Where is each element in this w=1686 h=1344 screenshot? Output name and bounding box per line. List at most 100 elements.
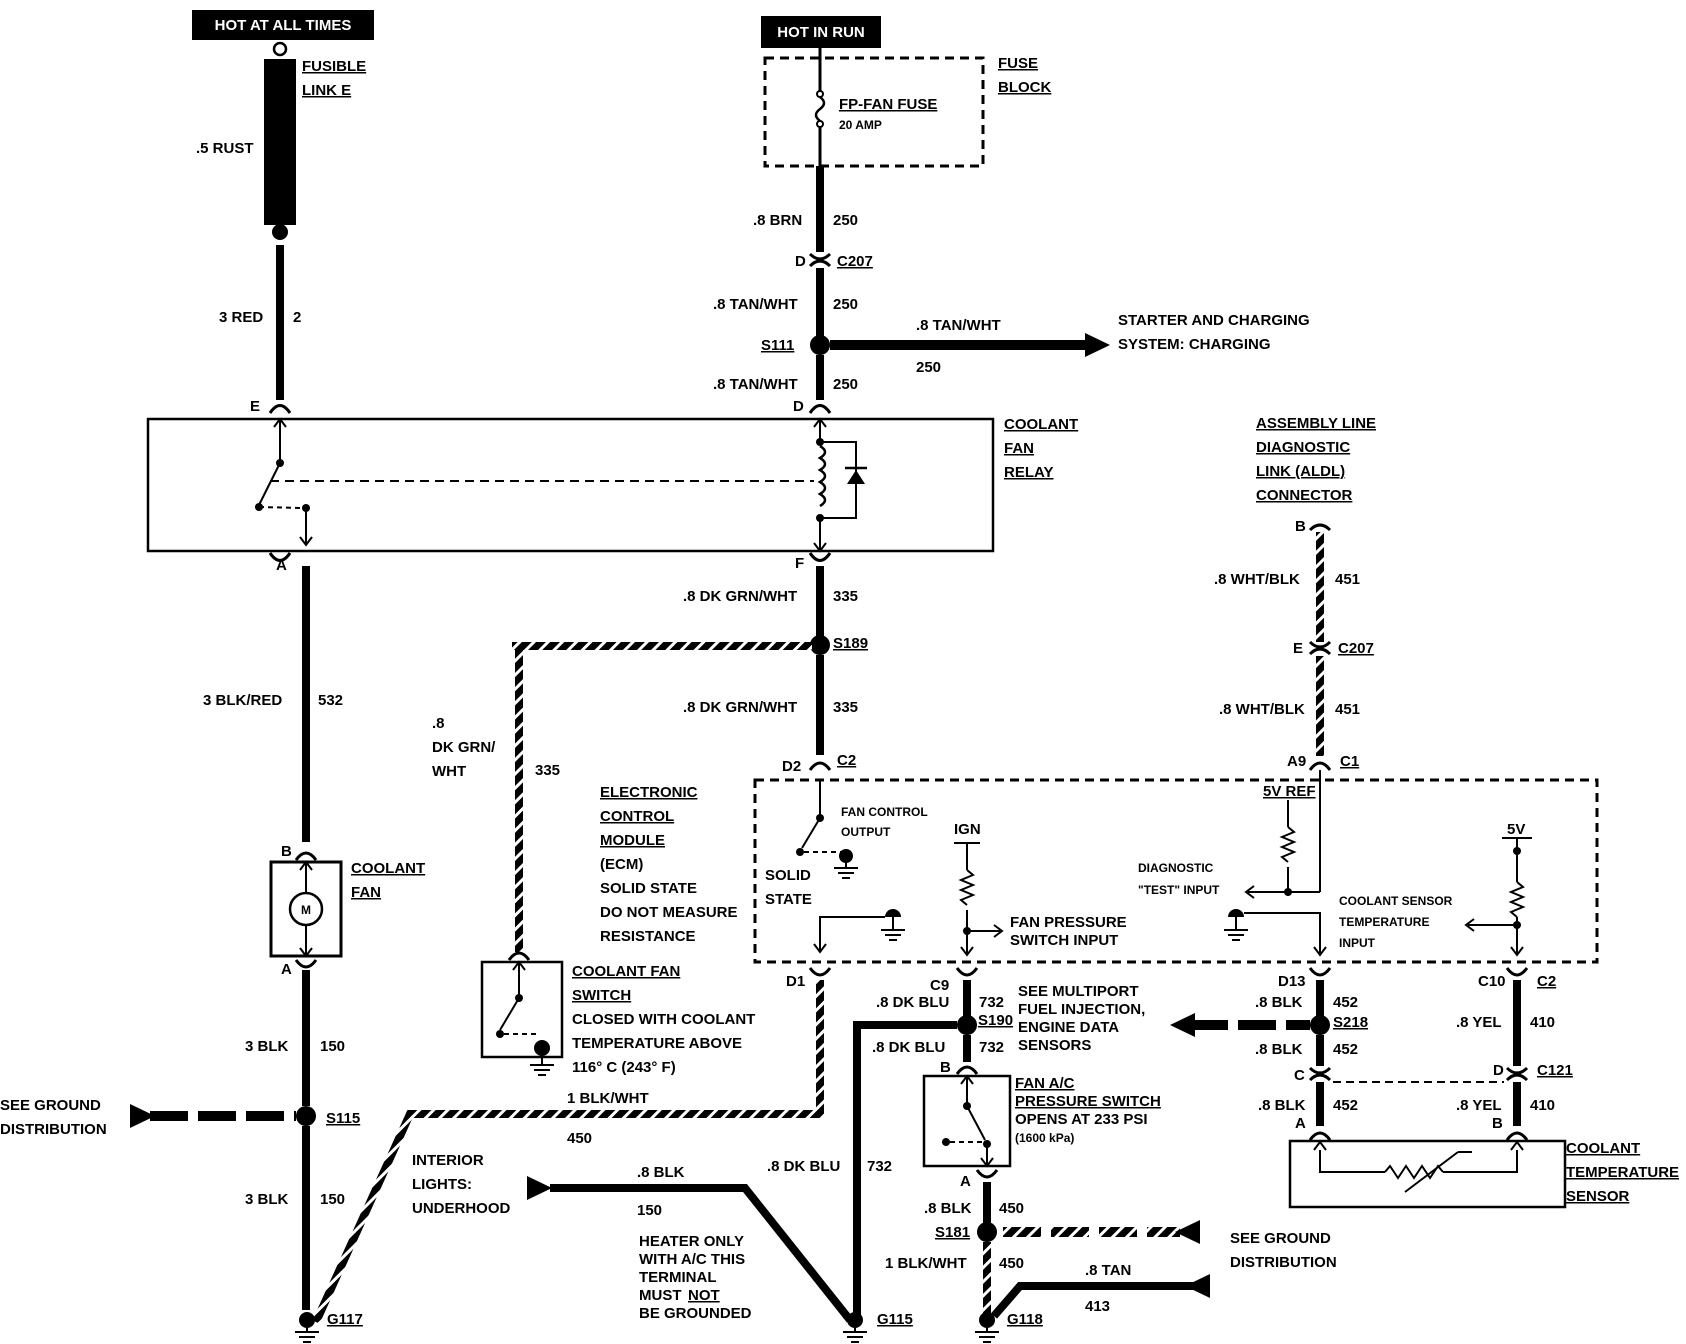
connector-c207-d (808, 252, 832, 268)
coolant-sensor-input-label-2: TEMPERATURE (1339, 915, 1429, 929)
pin-d2-label: D2 (782, 758, 801, 775)
relay-label-3: RELAY (1004, 464, 1053, 481)
sensor-pin-b (1505, 1131, 1529, 1141)
circuit-250-label-2: 250 (833, 296, 858, 313)
ground-g117-label: G117 (327, 1311, 363, 1328)
wire-blk-wht-450 (312, 980, 824, 1324)
multiport-label-2: FUEL INJECTION, (1018, 1001, 1145, 1018)
wire-dk-grn-wht-label-3: .8 (432, 715, 445, 732)
circuit-250-label-3: 250 (833, 376, 858, 393)
fan-control-output-label: FAN CONTROL (841, 805, 928, 819)
aldl-label-4: CONNECTOR (1256, 487, 1353, 504)
interior-lights-label: INTERIOR (412, 1152, 484, 1169)
ground-g117-icon (295, 1312, 319, 1343)
splice-s189-label: S189 (833, 635, 868, 652)
fp-fan-fuse-label: FP-FAN FUSE (839, 96, 937, 113)
splice-s218-label: S218 (1333, 1014, 1368, 1031)
ecm-pin-a9 (1308, 761, 1332, 771)
ecm-label-5: SOLID STATE (600, 880, 697, 897)
splice-s111 (810, 335, 830, 355)
relay-coil-icon (813, 417, 867, 553)
circuit-150-label-3: 150 (637, 1202, 662, 1219)
splice-s190-label: S190 (978, 1012, 1013, 1029)
pin-d1-label: D1 (786, 973, 805, 990)
pin-b-sensor-label: B (1492, 1115, 1503, 1132)
ecm-pin-c10 (1505, 967, 1529, 977)
wire-dk-grn-wht-label-4: DK GRN/ (432, 739, 496, 756)
heater-note-label-4b: NOT (688, 1287, 720, 1304)
wire-red-label: 3 RED (219, 309, 263, 326)
heater-note-label-4: MUST (639, 1287, 682, 1304)
multiport-label: SEE MULTIPORT (1018, 983, 1139, 1000)
splice-s190 (957, 1015, 977, 1035)
fuse-amp-label: 20 AMP (839, 118, 882, 132)
wire-blk-150-interior (550, 1184, 854, 1323)
wire-blk-label-5: 3 BLK (245, 1191, 289, 1208)
connector-pin-e (268, 404, 292, 414)
heater-note-label-3: TERMINAL (639, 1269, 717, 1286)
sensor-label: COOLANT (1566, 1140, 1640, 1157)
coolant-fan-switch-label-5: 116° C (243° F) (572, 1059, 676, 1076)
svg-text:HOT IN RUN: HOT IN RUN (777, 24, 865, 41)
wire-wht-blk-451 (1316, 532, 1324, 642)
pin-b-fan-label: B (281, 843, 292, 860)
splice-s181-label: S181 (935, 1224, 970, 1241)
ground-dist-label: SEE GROUND (0, 1097, 101, 1114)
fan-pressure-switch-input-label-2: SWITCH INPUT (1010, 932, 1118, 949)
ecm-pin-d1 (808, 967, 832, 977)
wire-blk-label-3: .8 BLK (1258, 1097, 1306, 1114)
fan-ac-pressure-switch (922, 1074, 1012, 1168)
ecm-pin-d13 (1308, 967, 1332, 977)
multiport-label-4: SENSORS (1018, 1037, 1091, 1054)
fusible-link-label: FUSIBLE (302, 58, 366, 75)
aldl-label-3: LINK (ALDL) (1256, 463, 1345, 480)
arrow-interior-lights (527, 1176, 552, 1200)
splice-s115 (296, 1106, 316, 1126)
connector-c2-label: C2 (837, 752, 856, 769)
ac-switch-label-2: PRESSURE SWITCH (1015, 1093, 1161, 1110)
fuse-block-label: FUSE (998, 55, 1038, 72)
multiport-label-3: ENGINE DATA (1018, 1019, 1119, 1036)
pin-a-ac-label: A (960, 1173, 971, 1190)
wire-dk-grn-wht-label: .8 DK GRN/WHT (683, 588, 797, 605)
ac-switch-label-4: (1600 kPa) (1015, 1131, 1074, 1145)
ecm-box (753, 778, 1599, 964)
aldl-label-2: DIAGNOSTIC (1256, 439, 1350, 456)
circuit-450-label: 450 (567, 1130, 592, 1147)
fan-control-output-label-2: OUTPUT (841, 825, 891, 839)
ecm-label-4: (ECM) (600, 856, 643, 873)
pin-f-relay-label: F (795, 555, 804, 572)
starter-charging-label-2: SYSTEM: CHARGING (1118, 336, 1271, 353)
heater-note-label-5: BE GROUNDED (639, 1305, 752, 1322)
arrow-from-ground-dist-left (130, 1104, 155, 1128)
circuit-450-label-2: 450 (999, 1200, 1024, 1217)
diagnostic-test-input-label-2: "TEST" INPUT (1138, 883, 1220, 897)
wire-yel-label: .8 YEL (1456, 1014, 1502, 1031)
circuit-732-label-3: 732 (867, 1158, 892, 1175)
wire-blk-wht-label: 1 BLK/WHT (567, 1090, 649, 1107)
wire-yel-label-2: .8 YEL (1456, 1097, 1502, 1114)
pin-b-ac-label: B (940, 1059, 951, 1076)
connector-c207-label: C207 (837, 253, 873, 270)
wire-blk-wht-450-lower (983, 1242, 991, 1320)
circuit-410-label-2: 410 (1530, 1097, 1555, 1114)
ac-switch-label-3: OPENS AT 233 PSI (1015, 1111, 1148, 1128)
hot-in-run-tag: HOT IN RUN (761, 16, 881, 48)
circuit-413-label: 413 (1085, 1298, 1110, 1315)
ecm-label-3: MODULE (600, 832, 665, 849)
ground-g118-icon (975, 1312, 999, 1343)
wire-blk-label-4: 3 BLK (245, 1038, 289, 1055)
fusible-link-label-2: LINK E (302, 82, 351, 99)
solid-state-label-2: STATE (765, 891, 812, 908)
connector-c121-label: C121 (1537, 1062, 1573, 1079)
coolant-fan-switch-label: COOLANT FAN (572, 963, 680, 980)
splice-s181 (977, 1222, 997, 1242)
arrow-to-starter (1085, 333, 1110, 357)
connector-c2-b-label: C2 (1537, 973, 1556, 990)
wire-dk-grn-wht-label-5: WHT (432, 763, 466, 780)
wire-blk-label: .8 BLK (1255, 994, 1303, 1011)
wire-blk-red-label: 3 BLK/RED (203, 692, 282, 709)
pin-c9-label: C9 (930, 977, 949, 994)
ecm-ign-resistor-icon (954, 842, 1004, 957)
